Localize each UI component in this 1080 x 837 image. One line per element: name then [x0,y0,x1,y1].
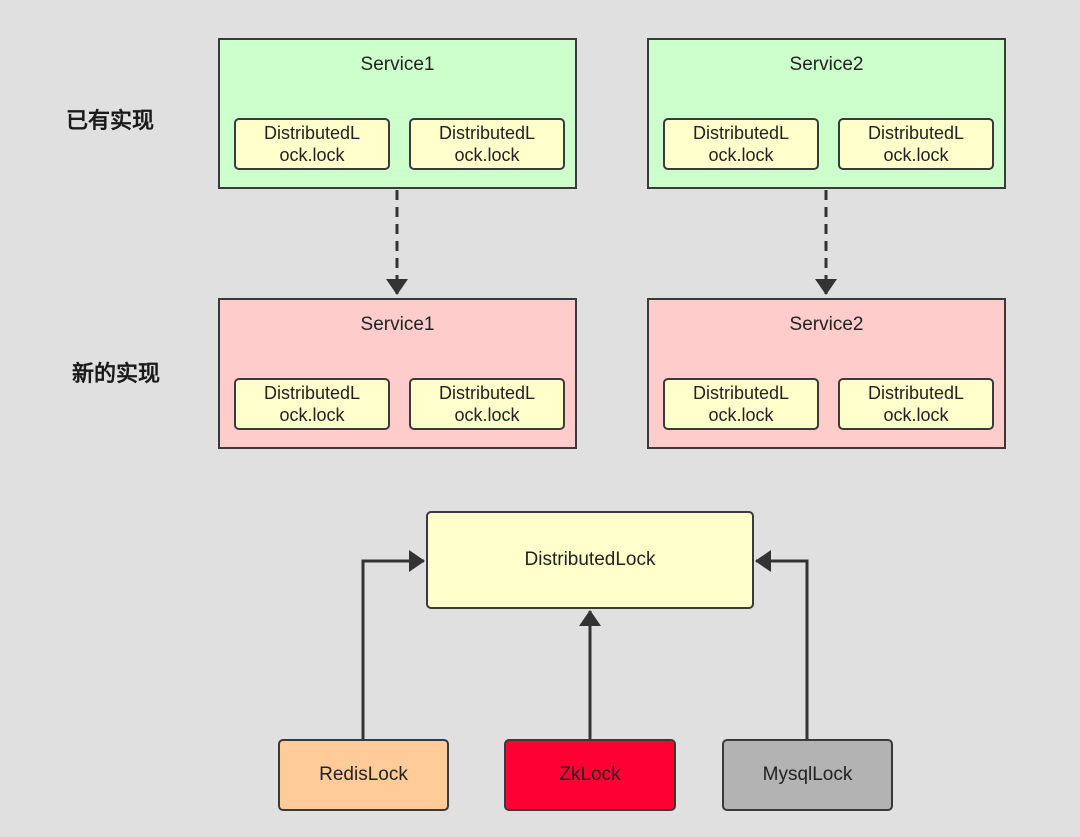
service-title: Service2 [789,54,864,75]
impl-label: ZkLock [559,764,621,785]
existing-implementation-label: 已有实现 [66,109,155,134]
service-title: Service1 [360,314,435,335]
interface-label: DistributedLock [524,549,656,570]
arrow-redislock-to-interface [361,550,425,739]
distributed-lock-call: DistributedL ock.lock [409,118,565,170]
distributed-lock-call: DistributedL ock.lock [838,118,994,170]
existing-service1-box: Service1 DistributedL ock.lock Distribut… [218,38,577,189]
zklock-box: ZkLock [504,739,676,811]
distributed-lock-interface-box: DistributedLock [426,511,754,609]
mysqllock-box: MysqlLock [722,739,893,811]
distributed-lock-call: DistributedL ock.lock [663,378,819,430]
redislock-box: RedisLock [278,739,449,811]
distributed-lock-call: DistributedL ock.lock [838,378,994,430]
service-title: Service1 [360,54,435,75]
distributed-lock-call: DistributedL ock.lock [234,378,390,430]
distributed-lock-call: DistributedL ock.lock [409,378,565,430]
new-implementation-label: 新的实现 [72,362,161,387]
new-service2-box: Service2 DistributedL ock.lock Distribut… [647,298,1006,449]
impl-label: RedisLock [319,764,408,785]
impl-label: MysqlLock [762,764,853,785]
new-service1-box: Service1 DistributedL ock.lock Distribut… [218,298,577,449]
distributed-lock-call: DistributedL ock.lock [663,118,819,170]
existing-service2-box: Service2 DistributedL ock.lock Distribut… [647,38,1006,189]
arrow-mysqllock-to-interface [755,550,809,739]
distributed-lock-call: DistributedL ock.lock [234,118,390,170]
service-title: Service2 [789,314,864,335]
